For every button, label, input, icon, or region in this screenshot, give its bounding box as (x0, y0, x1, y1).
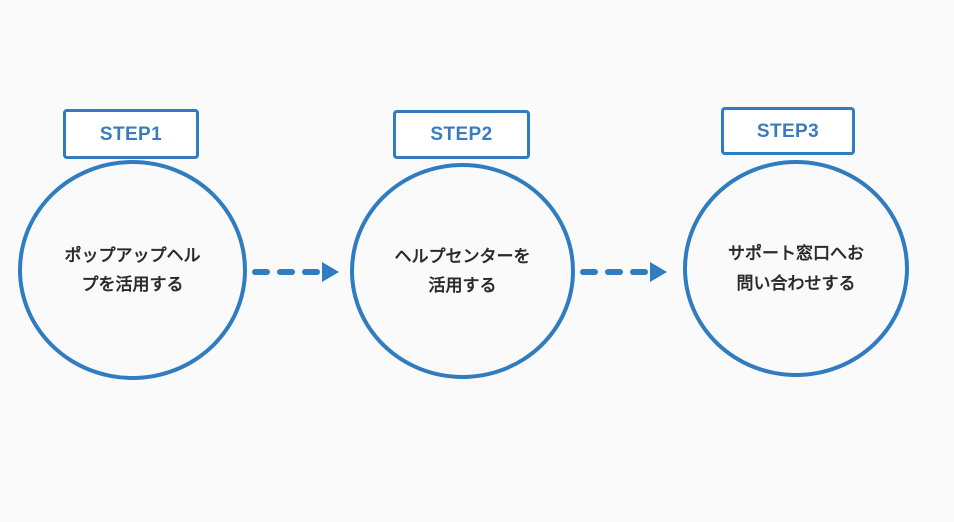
step-badge-label-2: STEP2 (430, 124, 493, 145)
arrow-dash-segment (605, 269, 623, 275)
arrow-head-icon (322, 262, 339, 282)
arrow-step2-to-step3 (580, 262, 667, 282)
step-circle-3: サポート窓口へお問い合わせする (683, 160, 909, 377)
step-circle-text-3: サポート窓口へお問い合わせする (728, 244, 864, 293)
arrow-dashes-1 (252, 269, 320, 275)
step-badge-2: STEP2 (393, 110, 530, 159)
step-badge-label-1: STEP1 (99, 123, 163, 145)
arrow-dash-segment (630, 269, 648, 275)
arrow-dash-segment (252, 269, 270, 275)
step-circle-1: ポップアップヘルプを活用する (18, 160, 247, 380)
step-circle-text-2: ヘルプセンターを活用する (394, 246, 531, 295)
step-badge-label-3: STEP3 (756, 120, 820, 142)
arrow-dash-segment (302, 269, 320, 275)
arrow-step1-to-step2 (252, 262, 339, 282)
step-circle-2: ヘルプセンターを活用する (350, 163, 575, 379)
step-badge-3: STEP3 (721, 107, 855, 155)
arrow-head-icon (650, 262, 667, 282)
arrow-dash-segment (580, 269, 598, 275)
step-badge-1: STEP1 (63, 109, 199, 159)
step-circle-text-1: ポップアップヘルプを活用する (64, 245, 201, 294)
arrow-dash-segment (277, 269, 295, 275)
arrow-dashes-2 (580, 269, 648, 275)
